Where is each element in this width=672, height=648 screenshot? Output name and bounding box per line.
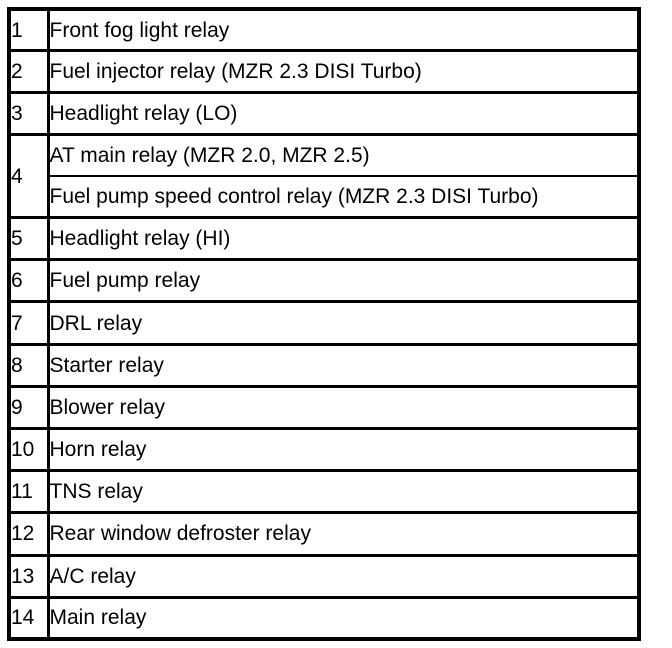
relay-number-cell: 2 bbox=[11, 50, 50, 95]
relay-number-cell: 9 bbox=[11, 386, 50, 431]
relay-number-cell: 7 bbox=[11, 301, 50, 346]
relay-description-cell: Fuel pump relay bbox=[48, 259, 637, 304]
relay-description-cell: A/C relay bbox=[48, 555, 637, 599]
relay-number-cell: 6 bbox=[11, 259, 50, 304]
relay-description-cell: TNS relay bbox=[48, 470, 637, 515]
relay-description-cell: Main relay bbox=[48, 597, 637, 637]
relay-number-cell: 14 bbox=[11, 597, 50, 637]
relay-number-cell: 1 bbox=[11, 11, 50, 53]
relay-description-cell: DRL relay bbox=[48, 301, 637, 346]
relay-number-cell: 3 bbox=[11, 92, 50, 137]
relay-description-cell: Headlight relay (HI) bbox=[48, 217, 637, 262]
relay-number-cell: 11 bbox=[11, 470, 50, 515]
relay-description-cell: Fuel pump speed control relay (MZR 2.3 D… bbox=[48, 176, 637, 220]
relay-description-cell: Front fog light relay bbox=[48, 11, 637, 53]
relay-number-cell: 10 bbox=[11, 428, 50, 473]
relay-number-cell: 12 bbox=[11, 512, 50, 557]
relay-description-cell: Starter relay bbox=[48, 344, 637, 388]
relay-description-cell: Horn relay bbox=[48, 428, 637, 473]
relay-number-cell: 4 bbox=[11, 134, 50, 220]
relay-number-cell: 8 bbox=[11, 344, 50, 388]
relay-description-cell: Blower relay bbox=[48, 386, 637, 431]
relay-description-cell: Fuel injector relay (MZR 2.3 DISI Turbo) bbox=[48, 50, 637, 95]
relay-description-cell: Rear window defroster relay bbox=[48, 512, 637, 557]
relay-description-cell: Headlight relay (LO) bbox=[48, 92, 637, 137]
table-row: Fuel pump speed control relay (MZR 2.3 D… bbox=[11, 176, 637, 220]
relay-number-cell: 13 bbox=[11, 555, 50, 599]
relay-number-cell: 5 bbox=[11, 217, 50, 262]
relay-description-cell: AT main relay (MZR 2.0, MZR 2.5) bbox=[48, 134, 637, 178]
